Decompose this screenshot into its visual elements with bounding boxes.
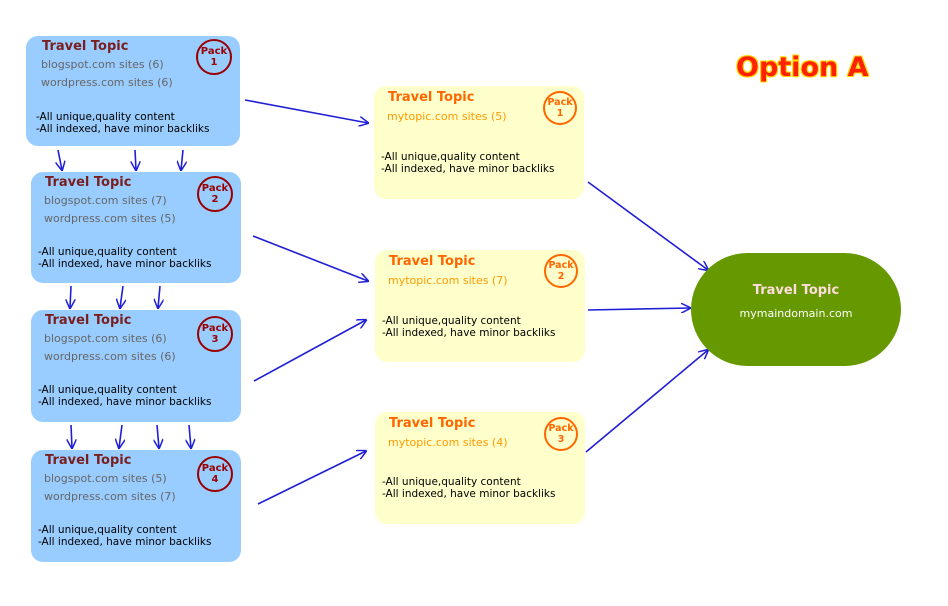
pack-badge: Pack 4 [197,456,233,492]
tier2-desc-2: -All indexed, have minor backliks [381,163,555,175]
arrow-t1p4-t2p3 [257,451,366,505]
arrow-t1p1-t2p1 [244,99,368,123]
tier2-title: Travel Topic [388,90,475,105]
pack-number: 2 [211,194,219,205]
tier1-title: Travel Topic [42,39,129,54]
tier1-blogspot-count: blogspot.com sites (6) [44,332,167,345]
pack-number: 1 [556,108,564,119]
pack-word: Pack [547,97,573,108]
pack-number: 2 [557,271,565,282]
option-label: Option A [736,52,869,83]
tier1-desc-2: -All indexed, have minor backliks [36,123,210,135]
arrow-pack3-pack4-c [157,424,159,448]
arrow-t1p2-t2p2 [252,235,368,281]
tier1-wordpress-count: wordpress.com sites (7) [44,490,176,503]
tier2-pack-1: Travel Topic mytopic.com sites (5) Pack … [374,86,584,199]
target-main-domain: Travel Topic mymaindomain.com [691,253,901,366]
tier1-wordpress-count: wordpress.com sites (6) [44,350,176,363]
tier1-desc-1: -All unique,quality content [36,111,175,123]
pack-badge: Pack 3 [544,417,578,451]
tier1-desc-1: -All unique,quality content [38,246,177,258]
pack-word: Pack [201,323,229,334]
tier1-desc-1: -All unique,quality content [38,384,177,396]
tier1-blogspot-count: blogspot.com sites (6) [41,58,164,71]
tier2-pack-2: Travel Topic mytopic.com sites (7) Pack … [375,250,585,362]
tier2-desc-1: -All unique,quality content [381,151,520,163]
tier1-desc-2: -All indexed, have minor backliks [38,258,212,270]
tier1-desc-2: -All indexed, have minor backliks [38,396,212,408]
arrow-pack1-pack2-c [181,149,183,170]
pack-badge: Pack 3 [197,316,233,352]
tier2-title: Travel Topic [389,254,476,269]
pack-number: 4 [211,474,219,485]
tier2-mytopic-count: mytopic.com sites (7) [388,274,508,287]
tier2-mytopic-count: mytopic.com sites (4) [388,436,508,449]
arrow-t2p3-target [585,350,708,453]
tier1-desc-2: -All indexed, have minor backliks [38,536,212,548]
tier1-pack-4: Travel Topic blogspot.com sites (5) word… [31,450,241,562]
tier1-title: Travel Topic [45,453,132,468]
tier2-mytopic-count: mytopic.com sites (5) [387,110,507,123]
tier1-pack-2: Travel Topic blogspot.com sites (7) word… [31,172,241,283]
tier2-pack-3: Travel Topic mytopic.com sites (4) Pack … [375,412,585,524]
pack-number: 1 [210,57,218,68]
arrow-pack3-pack4-b [119,424,122,448]
tier1-title: Travel Topic [45,313,132,328]
arrow-t2p2-target [587,308,690,310]
tier2-title: Travel Topic [389,416,476,431]
tier1-title: Travel Topic [45,175,132,190]
arrow-pack1-pack2-a [58,149,62,170]
pack-number: 3 [557,434,565,445]
arrow-t1p3-t2p2 [253,320,366,382]
tier2-desc-1: -All unique,quality content [382,476,521,488]
tier2-desc-2: -All indexed, have minor backliks [382,488,556,500]
pack-badge: Pack 1 [543,91,577,125]
arrow-pack3-pack4-a [71,424,72,448]
arrow-pack1-pack2-b [135,149,136,170]
pack-badge: Pack 1 [196,39,232,75]
target-title: Travel Topic [752,283,840,298]
pack-word: Pack [201,183,229,194]
tier1-pack-1: Travel Topic blogspot.com sites (6) word… [26,36,240,146]
tier1-wordpress-count: wordpress.com sites (5) [44,212,176,225]
arrow-pack3-pack4-d [189,424,191,448]
pack-word: Pack [548,260,574,271]
pack-word: Pack [548,423,574,434]
arrow-t2p1-target [587,181,708,270]
tier1-blogspot-count: blogspot.com sites (7) [44,194,167,207]
tier2-desc-1: -All unique,quality content [382,315,521,327]
tier1-wordpress-count: wordpress.com sites (6) [41,76,173,89]
tier1-pack-3: Travel Topic blogspot.com sites (6) word… [31,310,241,422]
arrow-pack2-pack3-b [120,285,123,308]
arrow-pack2-pack3-a [70,285,71,308]
pack-badge: Pack 2 [544,254,578,288]
tier1-desc-1: -All unique,quality content [38,524,177,536]
tier1-blogspot-count: blogspot.com sites (5) [44,472,167,485]
target-domain: mymaindomain.com [739,307,853,320]
tier2-desc-2: -All indexed, have minor backliks [382,327,556,339]
pack-word: Pack [201,463,229,474]
arrow-pack2-pack3-c [158,285,160,308]
pack-word: Pack [200,46,228,57]
pack-number: 3 [211,334,219,345]
pack-badge: Pack 2 [197,176,233,212]
